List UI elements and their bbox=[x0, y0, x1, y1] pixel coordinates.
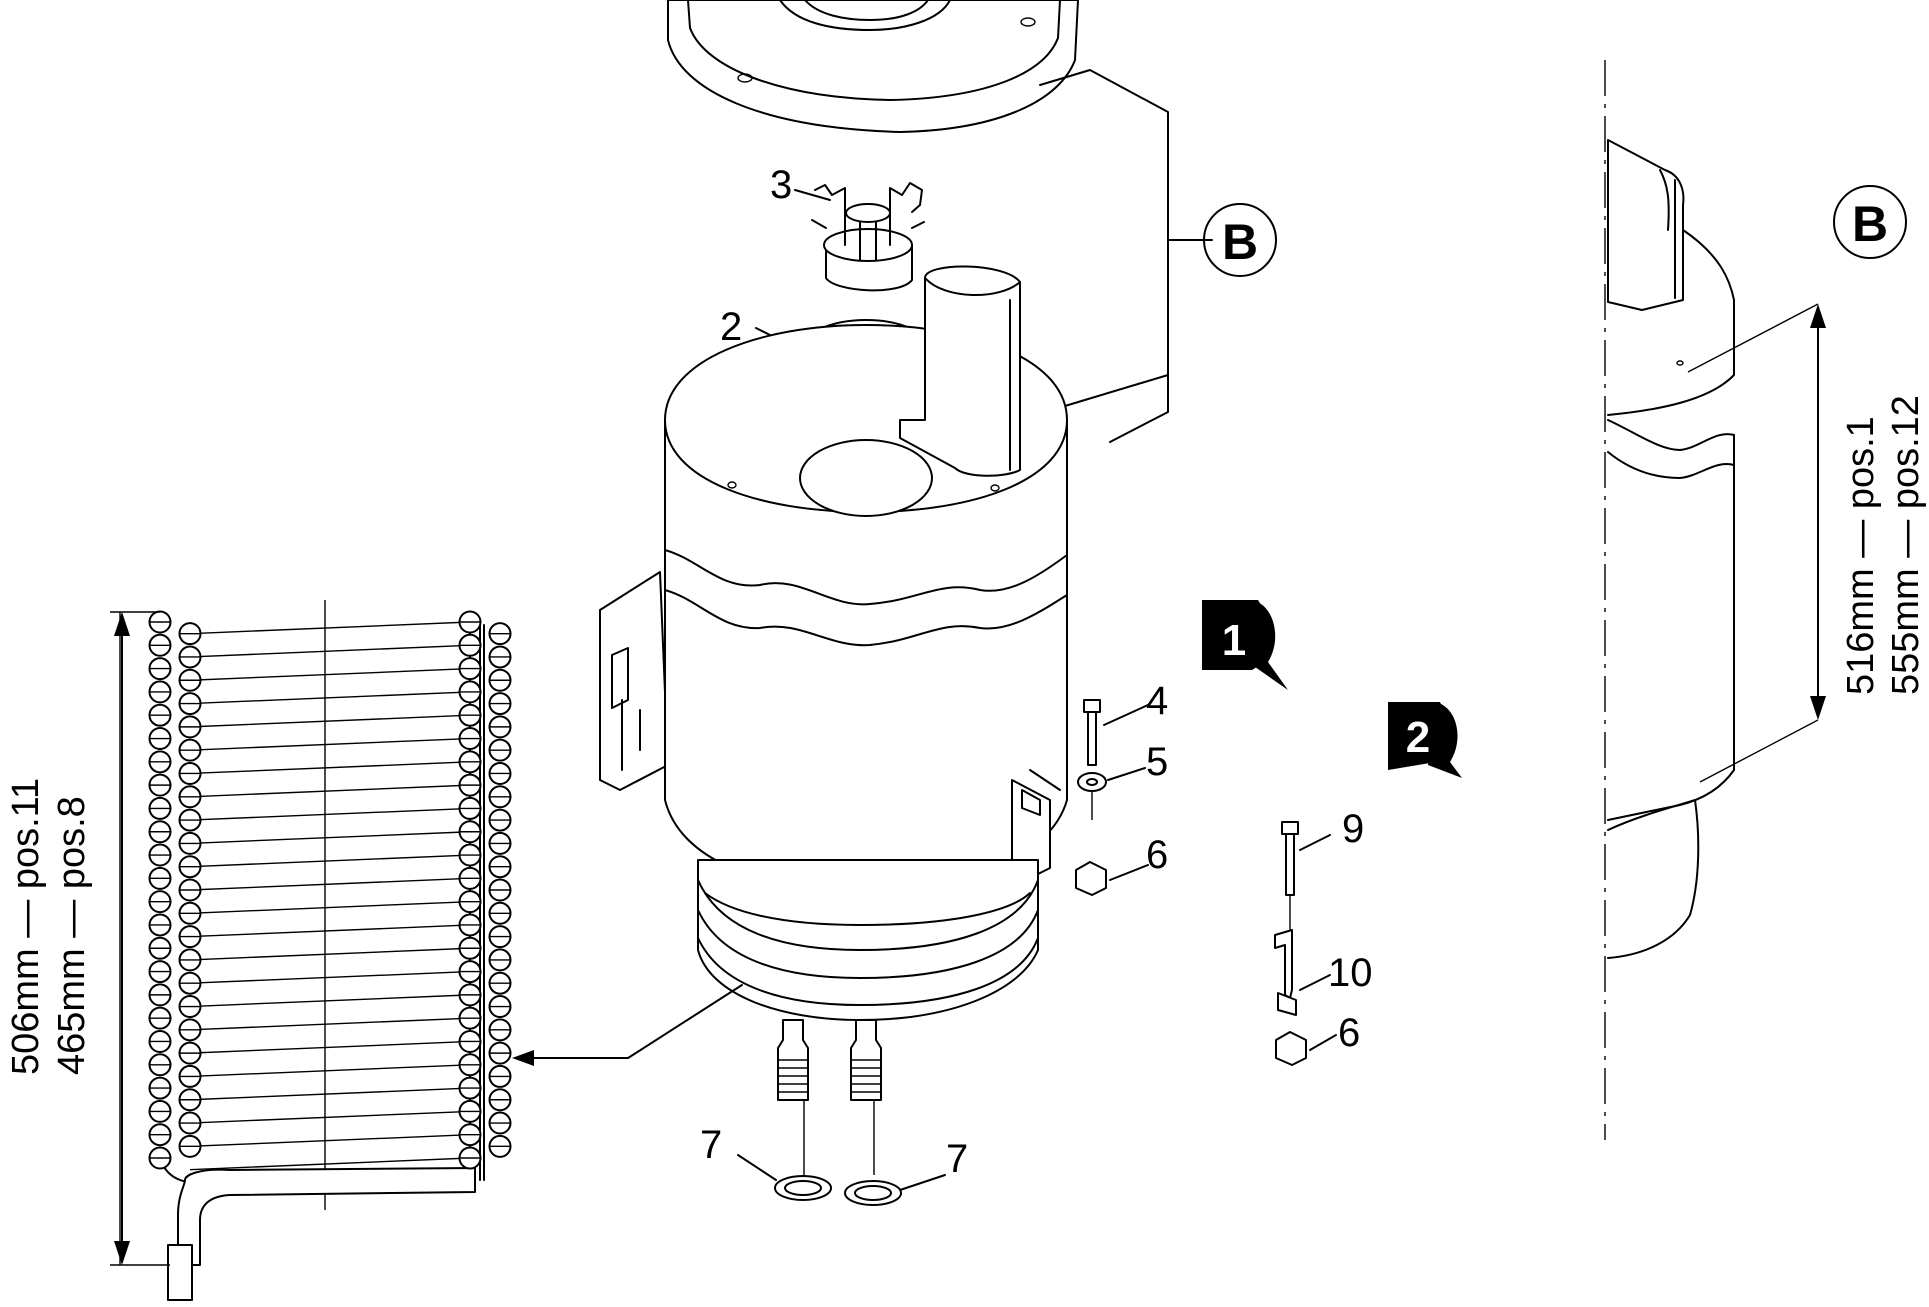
coil-tube-line bbox=[189, 714, 471, 728]
badge-2-text: 2 bbox=[1406, 713, 1430, 762]
coil-dim-2-value: 465mm bbox=[51, 948, 93, 1075]
part-4-bolt bbox=[1083, 699, 1149, 766]
pipe-fittings bbox=[737, 1019, 946, 1206]
coil-tube-line bbox=[189, 784, 471, 798]
callout-6b: 6 bbox=[1338, 1011, 1360, 1055]
tank-dim-1-pos: pos.1 bbox=[1840, 416, 1882, 509]
coil-tube-line bbox=[189, 1064, 471, 1078]
callout-7b: 7 bbox=[946, 1137, 968, 1181]
tank-dim-label-1: 516mm — pos.1 bbox=[1840, 416, 1882, 695]
svg-text:555mm — pos.12: 555mm — pos.12 bbox=[1885, 395, 1927, 695]
coil-dim-2-pos: pos.8 bbox=[51, 796, 93, 889]
badge-2 bbox=[1388, 702, 1462, 778]
callout-5: 5 bbox=[1146, 740, 1168, 784]
coil-tube-line bbox=[189, 1157, 471, 1171]
coil-tube-line bbox=[189, 644, 471, 658]
callout-10: 10 bbox=[1328, 951, 1373, 995]
coil-tube-line bbox=[189, 854, 471, 868]
coil-tube-line bbox=[189, 994, 471, 1008]
coil-arrowhead bbox=[512, 1050, 534, 1066]
coil-dim-1-value: 506mm bbox=[5, 948, 47, 1075]
part-3-clip bbox=[794, 182, 925, 292]
coil-tube-line bbox=[189, 924, 471, 938]
coil-dimension bbox=[110, 611, 170, 1266]
tank-dim-2-pos: pos.12 bbox=[1885, 395, 1927, 509]
coil-dim-1-pos: pos.11 bbox=[5, 778, 47, 889]
coil-tube-line bbox=[189, 831, 471, 845]
badge-1 bbox=[1202, 600, 1288, 690]
heating-coil bbox=[119, 600, 512, 1301]
coil-tube-line bbox=[189, 970, 471, 984]
tank-dim-1-value: 516mm bbox=[1840, 568, 1882, 695]
callout-6a: 6 bbox=[1146, 833, 1168, 877]
callout-7a: 7 bbox=[700, 1123, 722, 1167]
b-marker-right: B bbox=[1852, 196, 1888, 252]
coil-leader bbox=[517, 984, 743, 1059]
callout-2: 2 bbox=[720, 305, 742, 349]
svg-text:506mm — pos.11: 506mm — pos.11 bbox=[5, 778, 47, 1075]
badge-1-text: 1 bbox=[1222, 616, 1246, 665]
coil-tube-line bbox=[189, 807, 471, 821]
main-tank bbox=[599, 265, 1068, 1021]
tank-dim-label-2: 555mm — pos.12 bbox=[1885, 395, 1927, 695]
part-9-bolt bbox=[1281, 821, 1331, 896]
coil-tube-line bbox=[189, 691, 471, 705]
callout-3: 3 bbox=[770, 163, 792, 207]
coil-tube-line bbox=[189, 1110, 471, 1124]
part-5-washer bbox=[1077, 767, 1146, 792]
coil-tube-line bbox=[189, 947, 471, 961]
tank-section-view bbox=[1604, 60, 1826, 1140]
part-6-nut-a bbox=[1075, 792, 1149, 896]
coil-tube-line bbox=[189, 1040, 471, 1054]
coil-tube-line bbox=[189, 1017, 471, 1031]
coil-tube-line bbox=[189, 900, 471, 915]
tank-dim-2-value: 555mm bbox=[1885, 568, 1927, 695]
part-6-nut-b bbox=[1275, 1031, 1337, 1066]
callout-4: 4 bbox=[1146, 679, 1168, 723]
coil-tube-line bbox=[189, 761, 471, 775]
coil-tube-line bbox=[189, 1133, 471, 1148]
coil-tube-line bbox=[189, 1087, 471, 1101]
svg-text:516mm — pos.1: 516mm — pos.1 bbox=[1840, 416, 1882, 695]
coil-tube-line bbox=[189, 877, 471, 891]
coil-dim-label-2: 465mm — pos.8 bbox=[51, 796, 93, 1075]
coil-tube-line bbox=[189, 737, 471, 751]
svg-text:465mm — pos.8: 465mm — pos.8 bbox=[51, 796, 93, 1075]
part-10-bracket bbox=[1274, 895, 1331, 1016]
coil-dim-label-1: 506mm — pos.11 bbox=[5, 778, 47, 1075]
coil-tube-line bbox=[189, 667, 471, 681]
b-circle-right bbox=[1833, 185, 1907, 259]
b-marker-left: B bbox=[1222, 214, 1258, 270]
callout-9: 9 bbox=[1342, 807, 1364, 851]
tank-lid bbox=[667, 0, 1079, 133]
coil-tube-line bbox=[189, 621, 471, 635]
